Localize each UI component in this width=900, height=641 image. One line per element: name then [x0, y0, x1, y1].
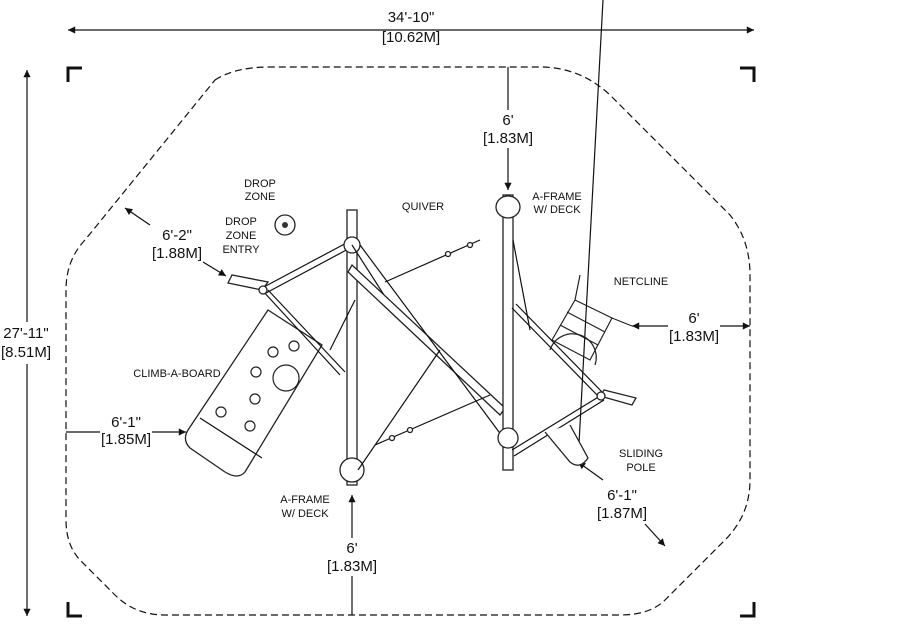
overall-depth-dimension: 27'-11" [8.51M] [0, 70, 52, 617]
component-labels: DROP ZONE DROP ZONE ENTRY QUIVER A-FRAME… [133, 178, 668, 520]
svg-text:6'-1": 6'-1" [111, 414, 141, 431]
svg-text:A-FRAME: A-FRAME [532, 191, 582, 203]
svg-text:[8.51M]: [8.51M] [1, 344, 51, 361]
upper-left-clearance-dimension: 6'-2" [1.88M] [124, 207, 227, 277]
netcline-net [549, 274, 633, 366]
svg-text:6': 6' [346, 540, 357, 557]
climb-a-board [184, 309, 323, 477]
svg-text:[10.62M]: [10.62M] [382, 29, 440, 46]
corner-marks [66, 66, 756, 618]
svg-text:NETCLINE: NETCLINE [614, 276, 668, 288]
svg-text:A-FRAME: A-FRAME [280, 494, 330, 506]
overall-width-dimension: 34'-10" [10.62M] [68, 9, 755, 46]
sliding-pole [544, 424, 589, 466]
svg-text:[1.83M]: [1.83M] [327, 558, 377, 575]
svg-text:W/ DECK: W/ DECK [281, 508, 329, 520]
svg-text:QUIVER: QUIVER [402, 201, 444, 213]
svg-text:6'-2": 6'-2" [162, 227, 192, 244]
svg-text:[1.83M]: [1.83M] [483, 130, 533, 147]
bottom-clearance-dimension: 6' [1.83M] [324, 495, 380, 615]
svg-text:ZONE: ZONE [226, 230, 257, 242]
quiver-beam [347, 263, 506, 416]
svg-text:6'-1": 6'-1" [607, 487, 637, 504]
svg-text:6': 6' [502, 112, 513, 129]
svg-text:ZONE: ZONE [245, 191, 276, 203]
aframe-pole-left [346, 209, 358, 486]
lower-right-clearance-dimension: 6'-1" [1.87M] [574, 0, 666, 547]
svg-text:34'-10": 34'-10" [388, 9, 435, 26]
climbing-holds [215, 340, 300, 432]
svg-text:DROP: DROP [244, 178, 276, 190]
svg-text:[1.83M]: [1.83M] [669, 328, 719, 345]
use-zone-boundary [65, 66, 751, 616]
left-clearance-dimension: 6'-1" [1.85M] [66, 414, 186, 448]
svg-text:[1.88M]: [1.88M] [152, 245, 202, 262]
svg-text:POLE: POLE [626, 462, 655, 474]
svg-text:DROP: DROP [225, 216, 257, 228]
svg-text:CLIMB-A-BOARD: CLIMB-A-BOARD [133, 368, 220, 380]
svg-text:ENTRY: ENTRY [222, 244, 260, 256]
svg-text:6': 6' [688, 310, 699, 327]
svg-text:[1.87M]: [1.87M] [597, 505, 647, 522]
svg-text:27'-11": 27'-11" [3, 325, 48, 342]
svg-text:SLIDING: SLIDING [619, 448, 663, 460]
top-clearance-dimension: 6' [1.83M] [480, 67, 536, 190]
aframe-pole-right [502, 194, 514, 471]
right-clearance-dimension: 6' [1.83M] [631, 310, 751, 345]
svg-text:[1.85M]: [1.85M] [101, 431, 151, 448]
svg-text:W/ DECK: W/ DECK [533, 204, 581, 216]
play-structure [184, 194, 637, 486]
